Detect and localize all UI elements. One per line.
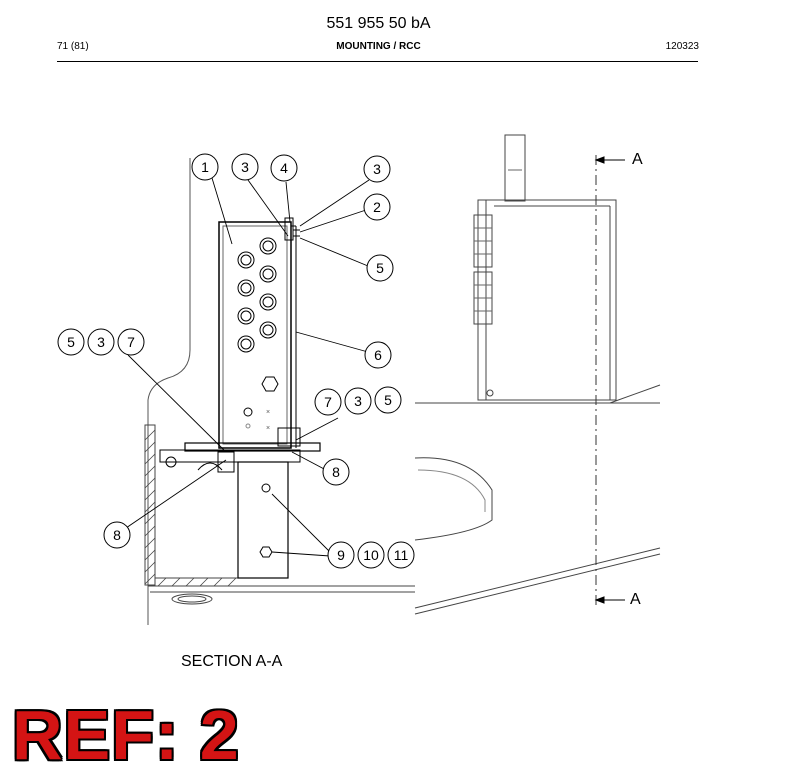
technical-drawing: × × [57, 134, 661, 670]
callout-label: 8 [332, 464, 340, 480]
callout-label: 5 [67, 334, 75, 350]
callout-label: 10 [363, 547, 379, 563]
callout-label: 3 [97, 334, 105, 350]
callout-label: 5 [376, 260, 384, 276]
header-divider [57, 61, 698, 62]
callout-label: 3 [354, 393, 362, 409]
section-title: MOUNTING / RCC [336, 41, 421, 52]
callout-label: 9 [337, 547, 345, 563]
callout-label: 11 [394, 547, 409, 563]
callout-label: 7 [127, 334, 135, 350]
callout-label: 4 [280, 160, 288, 176]
callout-label: 3 [373, 161, 381, 177]
svg-text:×: × [266, 409, 270, 416]
callout-label: 2 [373, 199, 381, 215]
document-number: 551 955 50 bA [326, 15, 431, 32]
ref-label: REF: 2 [12, 696, 240, 774]
callout-label: 6 [374, 347, 382, 363]
callout-label: 5 [384, 392, 392, 408]
page-number: 71 (81) [57, 41, 89, 52]
section-caption: SECTION A-A [181, 653, 283, 670]
section-mark-bottom: A [630, 591, 641, 608]
callout-label: 1 [201, 159, 209, 175]
callout-label: 3 [241, 159, 249, 175]
callout-label: 7 [324, 394, 332, 410]
section-mark-top: A [632, 151, 643, 168]
svg-text:×: × [266, 425, 270, 432]
callout-label: 8 [113, 527, 121, 543]
document-date: 120323 [665, 41, 699, 52]
